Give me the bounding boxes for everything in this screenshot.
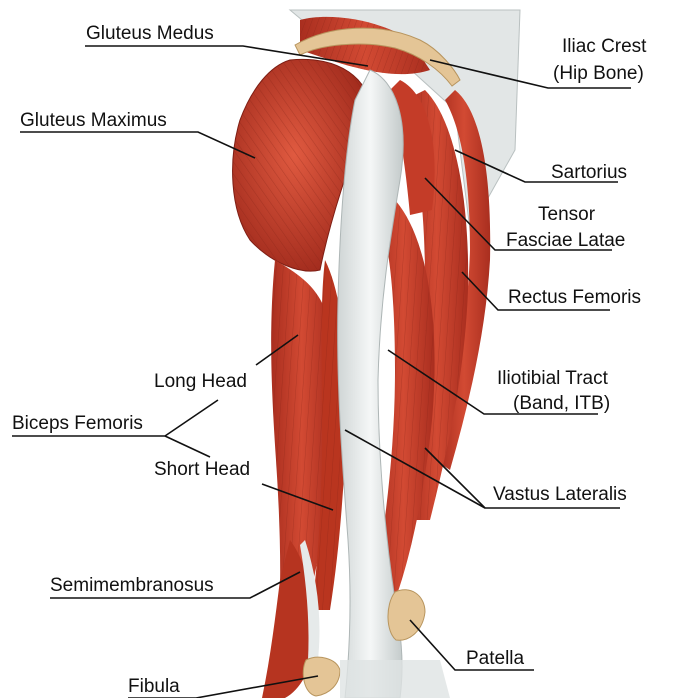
label-vastus-lateralis: Vastus Lateralis — [493, 484, 627, 505]
label-sartorius: Sartorius — [551, 162, 627, 183]
label-semimembranosus: Semimembranosus — [50, 575, 214, 596]
label-biceps-femoris: Biceps Femoris — [12, 413, 143, 434]
thigh-illustration — [233, 10, 520, 698]
label-iliac-crest-line1: Iliac Crest — [562, 36, 647, 57]
label-patella: Patella — [466, 648, 525, 669]
label-long-head: Long Head — [154, 371, 247, 392]
fibula-shape — [303, 657, 340, 696]
leader-biceps-femoris-short — [165, 436, 210, 457]
patella-shape — [388, 590, 425, 640]
label-iliotibial-line2: (Band, ITB) — [513, 393, 610, 414]
label-rectus-femoris: Rectus Femoris — [508, 287, 641, 308]
leader-gluteus-maximus — [20, 132, 255, 158]
label-short-head: Short Head — [154, 459, 250, 480]
label-fibula: Fibula — [128, 676, 180, 697]
label-tensor-line1: Tensor — [538, 204, 596, 225]
lower-leg-shape — [340, 660, 450, 698]
label-iliotibial-line1: Iliotibial Tract — [497, 368, 609, 389]
label-gluteus-maximus: Gluteus Maximus — [20, 110, 167, 131]
label-tensor-line2: Fasciae Latae — [506, 230, 625, 251]
label-iliac-crest-line2: (Hip Bone) — [553, 63, 644, 84]
label-gluteus-medius: Gluteus Medus — [86, 23, 214, 44]
